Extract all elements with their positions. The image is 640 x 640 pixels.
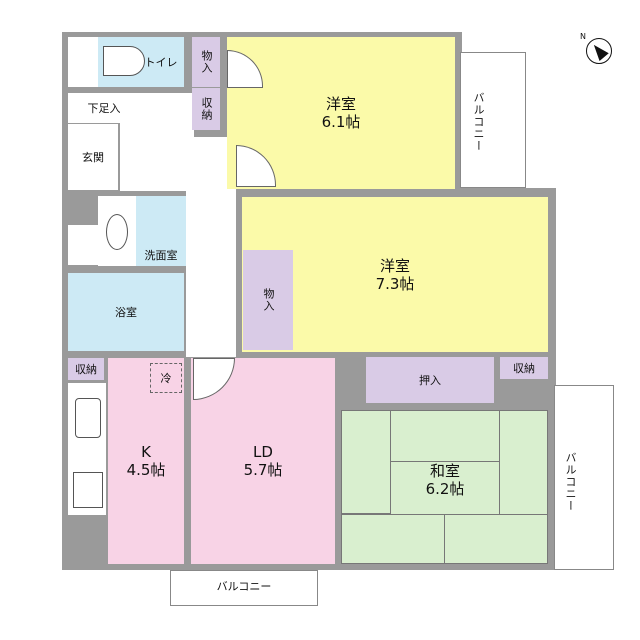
compass-north-label: N bbox=[580, 32, 586, 41]
hallway bbox=[120, 93, 194, 191]
room-bathroom: 浴室 bbox=[68, 273, 184, 351]
storage-top: 物入 bbox=[192, 37, 220, 87]
balcony-top-right bbox=[460, 52, 526, 188]
stove-icon bbox=[73, 472, 103, 508]
closet-kitchen: 収納 bbox=[68, 358, 104, 380]
japanese-label: 和室 6.2帖 bbox=[425, 462, 465, 498]
tatami bbox=[444, 514, 548, 564]
closet-right: 収納 bbox=[500, 357, 548, 379]
washroom-side bbox=[68, 225, 98, 265]
balcony-right bbox=[554, 385, 614, 570]
balcony-label-top: バルコニー bbox=[472, 92, 485, 152]
room-entrance: 玄関 bbox=[68, 124, 118, 190]
tatami bbox=[341, 410, 391, 514]
compass-icon bbox=[586, 38, 612, 64]
tatami bbox=[341, 514, 445, 564]
toilet-vestibule bbox=[68, 37, 98, 87]
room-washroom: 洗面室 bbox=[136, 196, 186, 266]
balcony-label-bottom: バルコニー bbox=[216, 580, 272, 593]
tatami bbox=[499, 410, 548, 515]
balcony-label-right: バルコニー bbox=[564, 452, 577, 512]
sink-icon bbox=[106, 214, 128, 250]
sink-icon bbox=[75, 398, 101, 438]
fridge-space: 冷 bbox=[150, 363, 182, 393]
oshiire: 押入 bbox=[366, 357, 494, 403]
room-western-2: 洋室 7.3帖 bbox=[242, 197, 548, 352]
balcony-bottom bbox=[170, 570, 318, 606]
storage-mid: 物入 bbox=[243, 250, 293, 350]
room-japanese: 和室 6.2帖 bbox=[341, 410, 548, 564]
closet-top: 収納 bbox=[192, 88, 220, 130]
toilet-icon bbox=[103, 46, 145, 76]
